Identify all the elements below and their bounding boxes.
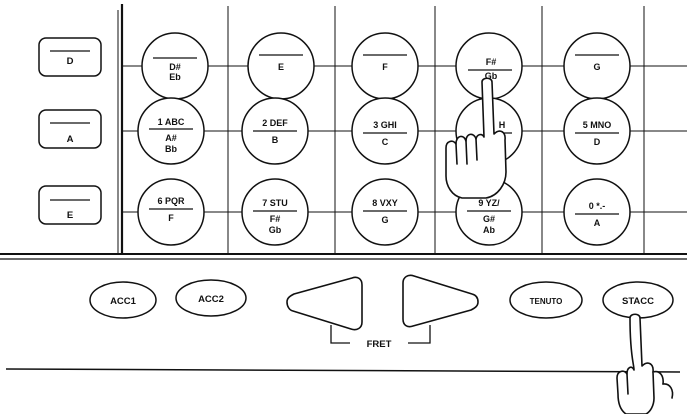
pointing-hand-icon [617,314,673,414]
left-triangle-icon [287,277,362,329]
string-button-a[interactable]: A [39,110,101,148]
key-d-sharp[interactable]: D# Eb [142,33,208,99]
key-label-note: D# [169,62,181,72]
key-label-note-alt: Bb [165,144,177,154]
string-button-label: D [67,56,74,67]
key-3-ghi[interactable]: 3 GHI C [352,98,418,164]
key-label-note: G# [483,214,495,224]
fret-label: FRET [367,339,392,350]
key-label-note: F [382,62,388,72]
key-label-note-alt: Gb [269,225,282,235]
acc1-label: ACC1 [110,296,137,307]
key-label-top: 6 PQR [157,196,185,206]
key-label-note: G [381,215,388,225]
key-label-note: D [594,137,601,147]
acc2-label: ACC2 [198,294,224,305]
key-label-note: F [168,213,174,223]
key-label-top: 7 STU [262,198,288,208]
key-label-note: A [594,218,601,228]
key-g[interactable]: G [564,33,630,99]
right-triangle-icon [403,275,478,326]
key-label-note: G [593,62,600,72]
key-label-top: 9 YZ/ [478,198,500,208]
key-label-note: F# [270,214,281,224]
key-label-note: B [272,135,279,145]
key-7-stu[interactable]: 7 STU F# Gb [242,179,308,245]
string-button-label: A [67,134,74,145]
stacc-button[interactable]: STACC [603,282,673,318]
key-label-top: 1 ABC [158,117,185,127]
fret-down-button[interactable] [287,277,362,329]
key-label-top: 3 GHI [373,120,397,130]
key-label-top: 0 *.- [589,201,606,211]
key-label-note: A# [165,133,177,143]
key-f[interactable]: F [352,33,418,99]
key-label-top: H [499,120,506,130]
fret-up-button[interactable] [403,275,478,326]
key-8-vxy[interactable]: 8 VXY G [352,179,418,245]
stacc-label: STACC [622,296,654,307]
key-1-abc[interactable]: 1 ABC A# Bb [138,98,204,164]
key-label-top: 2 DEF [262,118,288,128]
key-label-note-alt: Ab [483,225,495,235]
key-e[interactable]: E [248,33,314,99]
key-label-note: F# [486,57,497,67]
key-label-note: C [382,137,389,147]
string-button-d[interactable]: D [39,38,101,76]
acc1-button[interactable]: ACC1 [90,282,156,318]
string-button-e[interactable]: E [39,186,101,224]
key-label-top: 5 MNO [583,120,612,130]
key-6-pqr[interactable]: 6 PQR F [138,179,204,245]
key-label-top: 8 VXY [372,198,398,208]
key-0[interactable]: 0 *.- A [564,179,630,245]
key-2-def[interactable]: 2 DEF B [242,98,308,164]
key-5-mno[interactable]: 5 MNO D [564,98,630,164]
tenuto-label: TENUTO [530,297,563,306]
key-label-note: E [278,62,284,72]
key-label-note-alt: Eb [169,72,181,82]
string-button-label: E [67,210,73,221]
acc2-button[interactable]: ACC2 [176,280,246,316]
tenuto-button[interactable]: TENUTO [510,282,582,318]
